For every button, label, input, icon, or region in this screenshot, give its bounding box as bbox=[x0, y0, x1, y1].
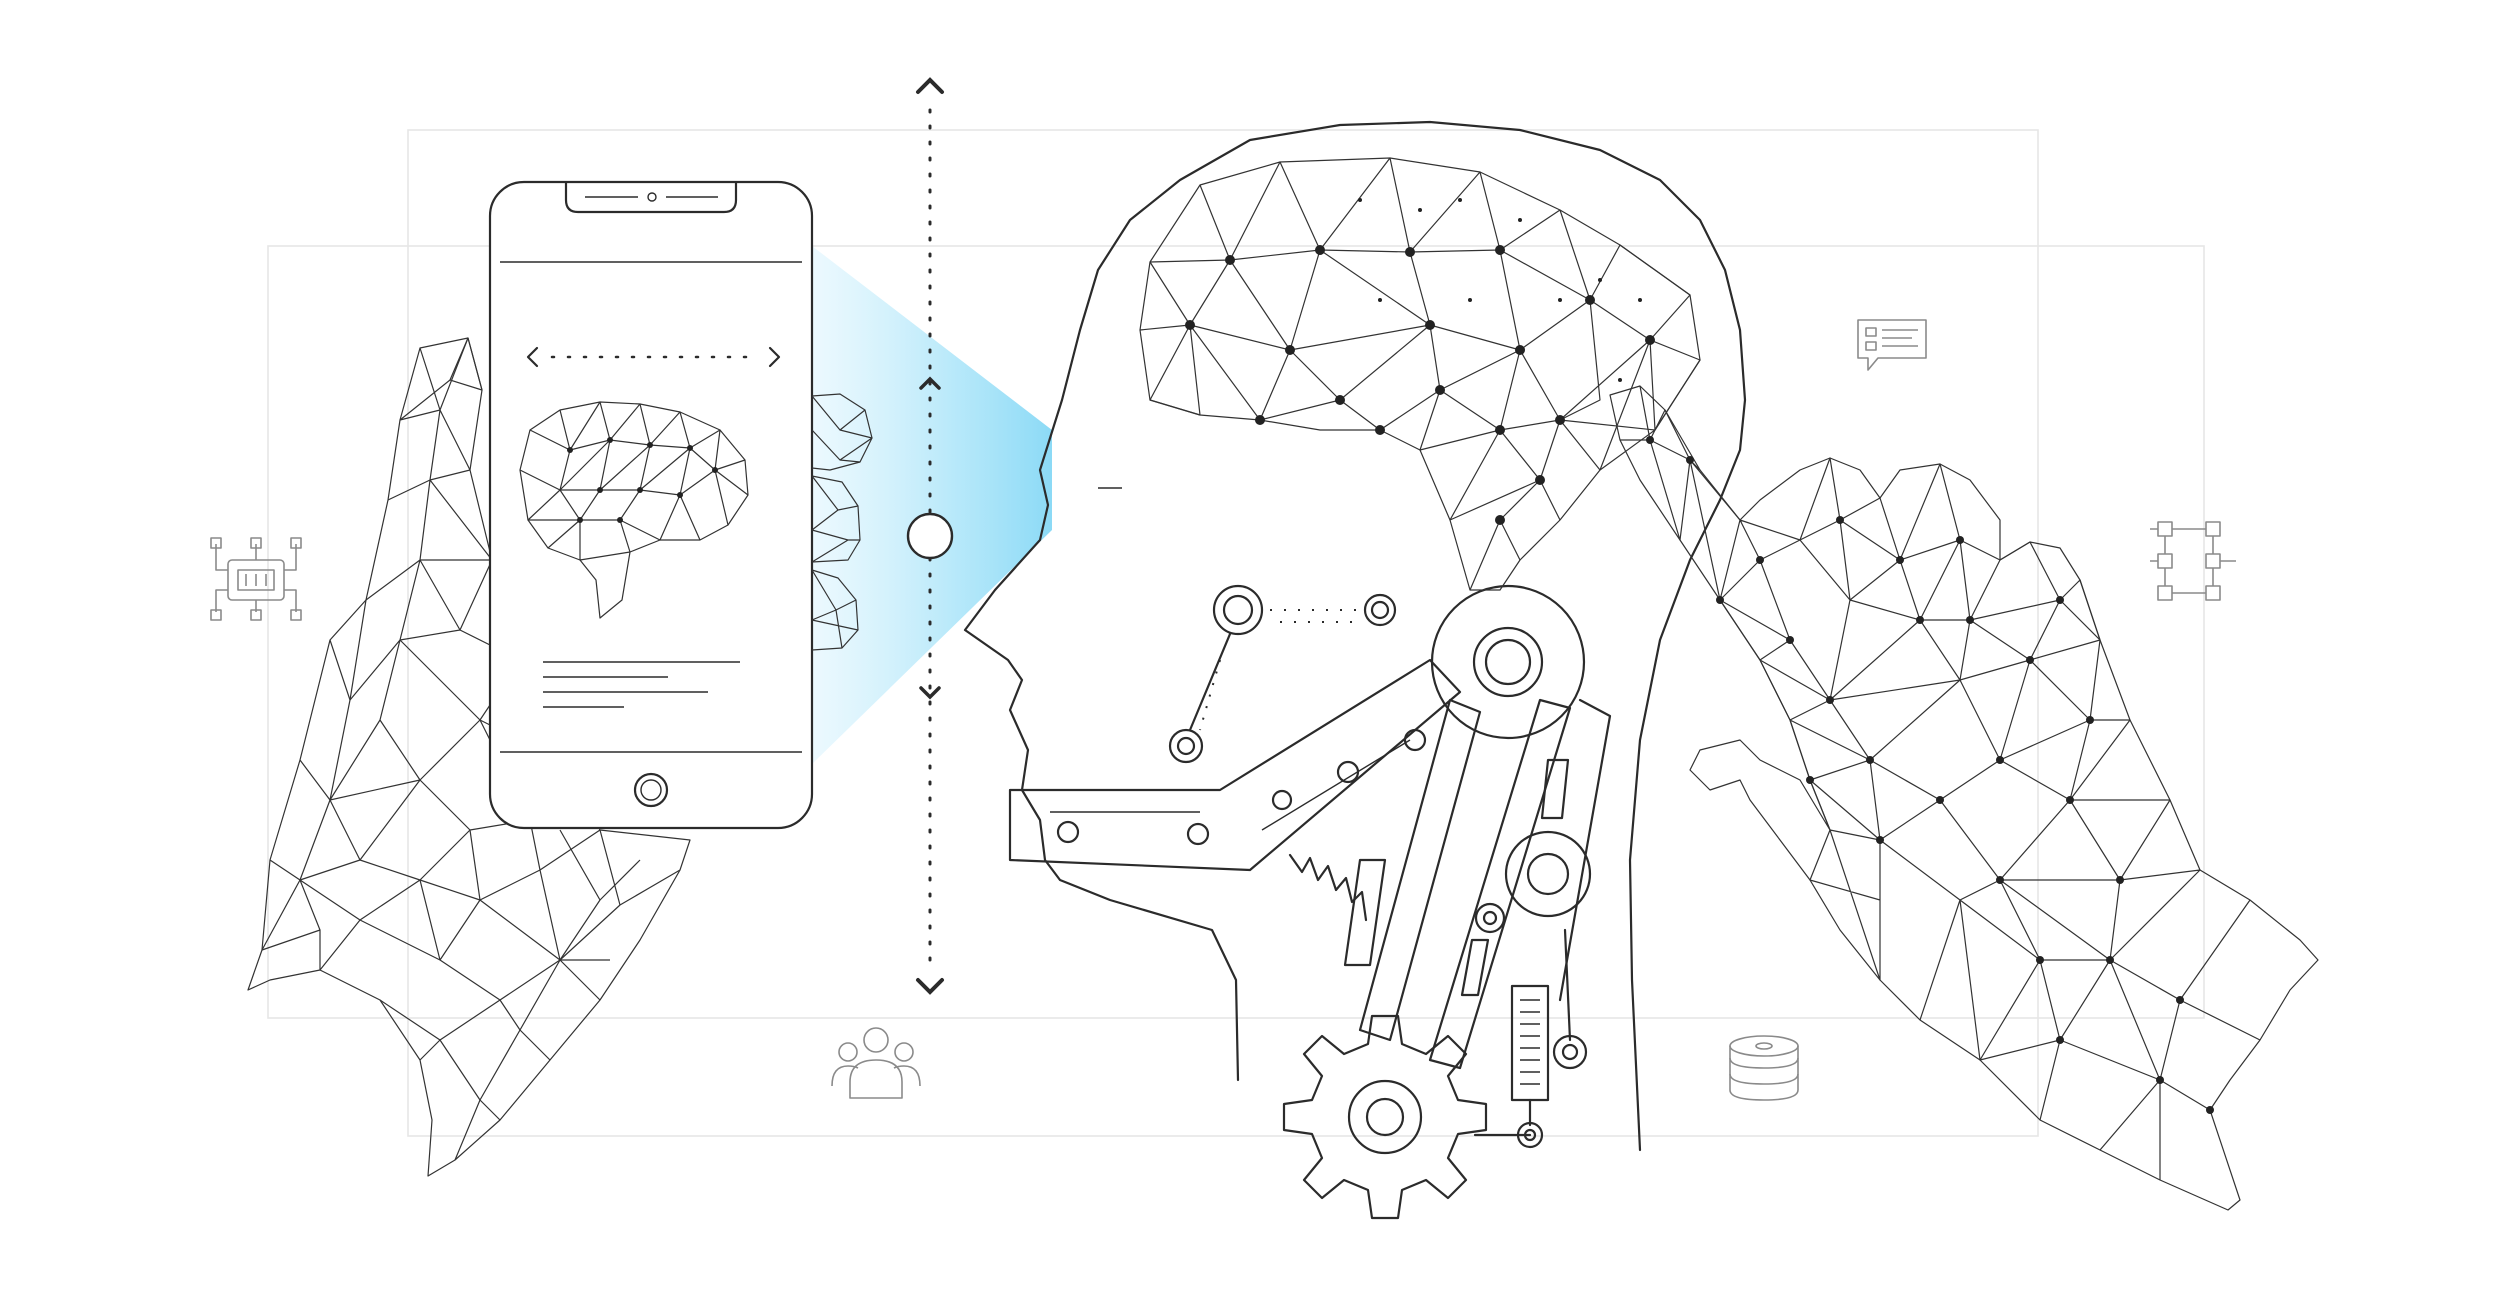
phone-home-button[interactable] bbox=[633, 772, 669, 808]
gear-icon bbox=[1282, 1014, 1488, 1220]
chat-bubble-icon bbox=[1857, 319, 1927, 371]
chip-icon bbox=[210, 537, 302, 621]
chevron-up-icon[interactable] bbox=[916, 77, 944, 94]
chevron-down-icon[interactable] bbox=[916, 978, 944, 995]
right-hand bbox=[1609, 385, 2319, 1211]
chevron-right-icon[interactable] bbox=[768, 346, 781, 368]
chevron-down-icon[interactable] bbox=[919, 686, 941, 700]
phone-brain-mesh bbox=[519, 401, 749, 619]
chevron-up-icon[interactable] bbox=[919, 376, 941, 390]
flowchart-icon bbox=[2150, 521, 2236, 601]
scan-handle[interactable] bbox=[906, 512, 954, 560]
scan-axis bbox=[906, 77, 954, 995]
smartphone bbox=[488, 180, 814, 830]
scan-beam bbox=[812, 246, 1052, 764]
robot-head-profile bbox=[963, 120, 1747, 1220]
team-icon bbox=[831, 1027, 921, 1099]
left-hand-fingertips bbox=[811, 393, 873, 651]
left-hand bbox=[247, 337, 691, 1177]
chevron-left-icon[interactable] bbox=[526, 346, 539, 368]
database-icon bbox=[1729, 1035, 1799, 1101]
head-brain-mesh bbox=[1139, 157, 1701, 591]
